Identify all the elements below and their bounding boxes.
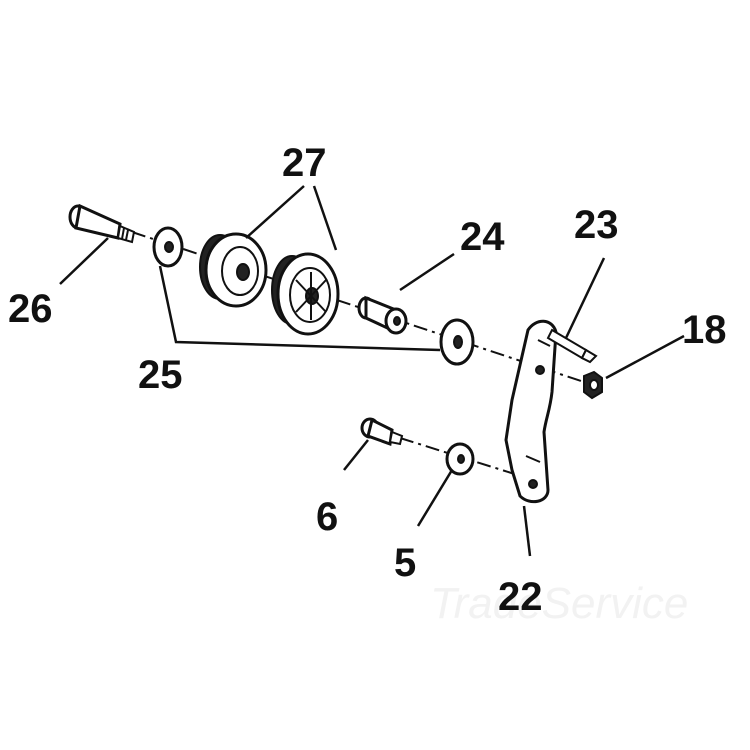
leader-lines <box>59 185 685 557</box>
callout-22: 22 <box>498 575 543 619</box>
part-25-washer-right <box>439 318 475 366</box>
callout-23: 23 <box>574 203 619 247</box>
callout-labels: 27 26 25 24 23 18 6 5 22 <box>8 141 727 619</box>
leader-23 <box>564 257 606 339</box>
leader-5 <box>416 469 454 527</box>
watermark-text: TradeService <box>430 579 688 628</box>
part-5-washer <box>445 442 475 476</box>
leader-22 <box>522 505 532 557</box>
part-27-pulley-front-half <box>199 232 268 308</box>
callout-24: 24 <box>460 215 505 259</box>
leader-24 <box>399 252 455 292</box>
part-18-nut <box>583 370 603 400</box>
callout-25: 25 <box>138 353 183 397</box>
leader-18 <box>605 334 685 380</box>
part-27-pulley-rear-half <box>271 252 340 336</box>
part-25-washer-left <box>152 226 184 268</box>
callout-6: 6 <box>316 495 338 539</box>
callout-18: 18 <box>682 308 727 352</box>
leader-6 <box>343 439 369 471</box>
leader-27-a <box>245 185 305 239</box>
leader-25 <box>158 265 441 352</box>
leader-27-b <box>312 185 338 251</box>
part-26-shoulder-bolt <box>68 203 136 244</box>
leader-26 <box>59 237 109 285</box>
callout-27: 27 <box>282 141 327 185</box>
part-23-pin <box>546 328 598 364</box>
callout-26: 26 <box>8 287 53 331</box>
callout-5: 5 <box>394 541 416 585</box>
part-6-bolt <box>360 417 404 447</box>
part-24-spacer <box>357 295 408 335</box>
part-22-idler-bracket <box>504 319 558 504</box>
